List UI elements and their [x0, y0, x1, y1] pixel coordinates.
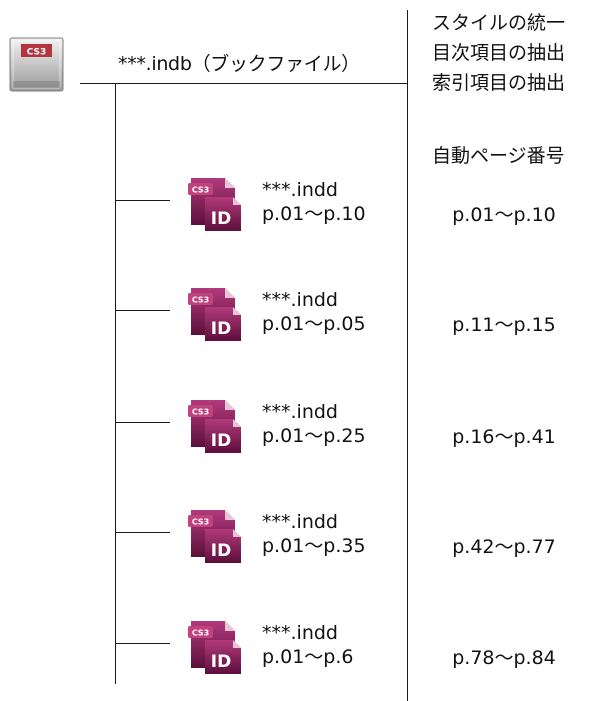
icon-letters-text: ID [211, 209, 231, 229]
icon-badge-text: CS3 [192, 629, 209, 638]
tree-branch [116, 643, 170, 644]
book-page-range: p.78～p.84 [452, 647, 556, 669]
feature-index-extract: 索引項目の抽出 [432, 72, 566, 94]
icon-letters-text: ID [211, 652, 231, 672]
book-page-range: p.42～p.77 [452, 536, 556, 558]
indesign-document-icon: CS3 ID [185, 618, 245, 675]
tree-branch [116, 532, 170, 533]
indesign-document-icon: CS3 ID [185, 175, 245, 232]
icon-letters-text: ID [211, 431, 231, 451]
book-underline [80, 83, 407, 84]
feature-style-unify: スタイルの統一 [432, 12, 566, 34]
tree-branch [116, 310, 170, 311]
indesign-document-icon: CS3 ID [185, 285, 245, 342]
column-divider [407, 10, 408, 701]
indesign-book-icon: CS3 [9, 37, 64, 92]
tree-trunk [115, 83, 116, 684]
document-page-range: p.01～p.05 [262, 313, 366, 335]
document-page-range: p.01～p.6 [262, 646, 354, 668]
icon-badge-text: CS3 [192, 408, 209, 417]
indesign-document-icon: CS3 ID [185, 507, 245, 564]
document-page-range: p.01～p.10 [262, 203, 366, 225]
book-page-range: p.01～p.10 [452, 204, 556, 226]
svg-text:CS3: CS3 [27, 48, 47, 58]
document-file-name: ***.indd [262, 179, 338, 201]
document-file-name: ***.indd [262, 289, 338, 311]
icon-letters-text: ID [211, 541, 231, 561]
document-page-range: p.01～p.35 [262, 535, 366, 557]
feature-toc-extract: 目次項目の抽出 [432, 42, 566, 64]
tree-branch [116, 422, 170, 423]
indesign-document-icon: CS3 ID [185, 397, 245, 454]
icon-badge-text: CS3 [192, 186, 209, 195]
book-file-label: ***.indb（ブックファイル） [118, 53, 360, 75]
book-page-range: p.16～p.41 [452, 426, 556, 448]
document-page-range: p.01～p.25 [262, 425, 366, 447]
icon-badge-text: CS3 [192, 296, 209, 305]
icon-badge-text: CS3 [192, 518, 209, 527]
document-file-name: ***.indd [262, 511, 338, 533]
icon-letters-text: ID [211, 319, 231, 339]
tree-branch [116, 200, 170, 201]
feature-auto-page-number: 自動ページ番号 [432, 145, 565, 167]
book-page-range: p.11～p.15 [452, 314, 556, 336]
document-file-name: ***.indd [262, 401, 338, 423]
document-file-name: ***.indd [262, 622, 338, 644]
